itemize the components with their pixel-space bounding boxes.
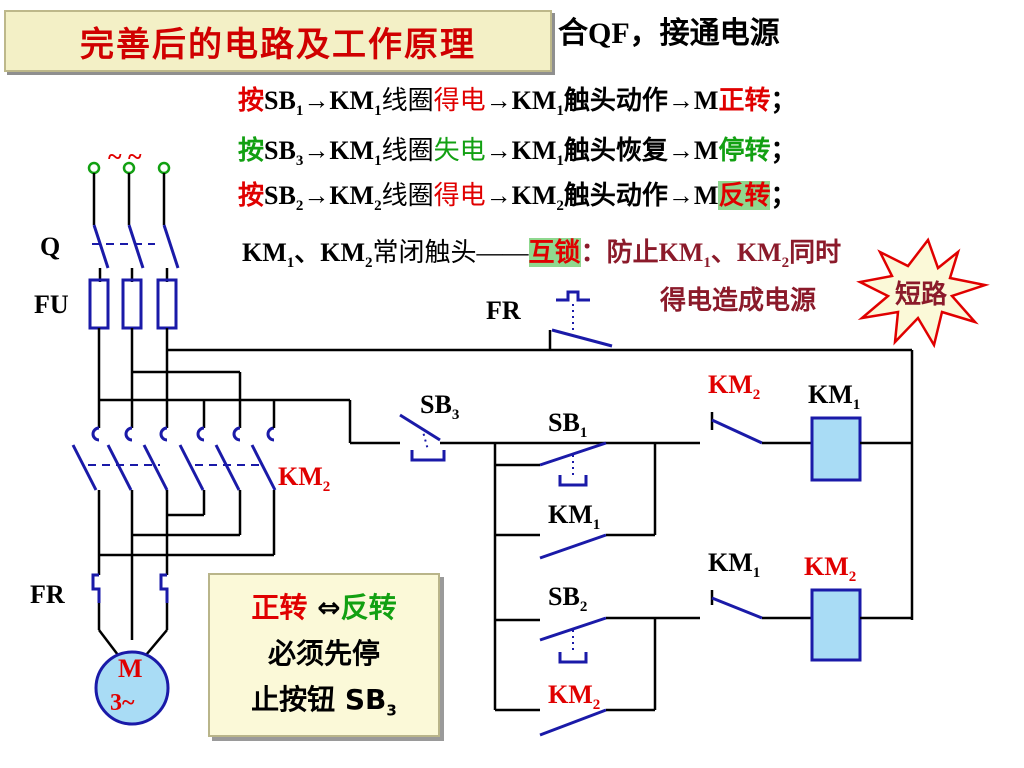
km1-hold-label: KM1: [548, 500, 601, 534]
step-line-2: 按SB3→KM1线圈失电→KM1触头恢复→M停转；: [238, 136, 797, 170]
tilde-label: ~ ~: [108, 142, 142, 171]
km2-nc-contact: [711, 418, 763, 445]
note-box: 正转 ⇔反转 必须先停 止按钮 SB3: [208, 573, 440, 737]
fr-heater-1: [91, 573, 101, 603]
km1-nc-contact: [711, 596, 763, 620]
km1-coil: [810, 416, 862, 482]
fuse-2: [121, 278, 143, 330]
title-banner: 完善后的电路及工作原理: [4, 10, 552, 72]
interlock-line-2: 得电造成电源: [660, 286, 817, 315]
q-contact-3: [162, 224, 180, 269]
page-title: 完善后的电路及工作原理: [80, 24, 476, 65]
sb3-contact: [399, 413, 441, 442]
sb1-contact: [539, 441, 607, 467]
sb2-contact: [539, 616, 607, 642]
q-label: Q: [40, 232, 61, 261]
sb2-button: [558, 652, 588, 664]
fu-label: FU: [34, 290, 69, 319]
motor-m-label: M: [118, 654, 143, 683]
km2-coil: [810, 588, 862, 662]
fr-main-label: FR: [30, 580, 65, 609]
km2-nc-label: KM2: [708, 370, 761, 404]
sb2-label: SB2: [548, 582, 588, 616]
header-fragment: 合QF，接通电源: [558, 17, 780, 50]
km2-hold-label: KM2: [548, 680, 601, 714]
km1-nc-label: KM1: [708, 548, 761, 582]
km2-hold-contact: [539, 708, 607, 737]
motor: [94, 650, 170, 726]
terminal-l1: [87, 161, 101, 175]
fuse-1: [88, 278, 110, 330]
km1-hold-contact: [539, 533, 607, 560]
terminal-l3: [157, 161, 171, 175]
fr-heater-2: [159, 573, 169, 603]
fr-nc-symbol: [556, 290, 590, 302]
sb1-button: [558, 475, 588, 487]
km2-main-label: KM2: [278, 462, 331, 496]
step-line-1: 按SB1→KM1线圈得电→KM1触头动作→M正转；: [238, 86, 797, 120]
short-circuit-burst: [856, 237, 990, 349]
fuse-3: [156, 278, 178, 330]
main-contacts: [71, 426, 277, 491]
q-contact-1: [92, 224, 110, 269]
step-line-3: 按SB2→KM2线圈得电→KM2触头动作→M反转；: [238, 181, 797, 215]
sb3-label: SB3: [420, 390, 460, 424]
sb3-button: [410, 450, 446, 462]
motor-3phase-label: 3~: [110, 690, 135, 716]
q-contact-2: [127, 224, 145, 269]
fr-top-label: FR: [486, 296, 521, 325]
interlock-line: KM1、KM2常闭触头——互锁：防止KM1、KM2同时: [242, 238, 842, 272]
km1-coil-label: KM1: [808, 380, 861, 414]
km2-coil-label: KM2: [804, 552, 857, 586]
sb1-label: SB1: [548, 408, 588, 442]
burst-text: 短路: [895, 280, 948, 310]
